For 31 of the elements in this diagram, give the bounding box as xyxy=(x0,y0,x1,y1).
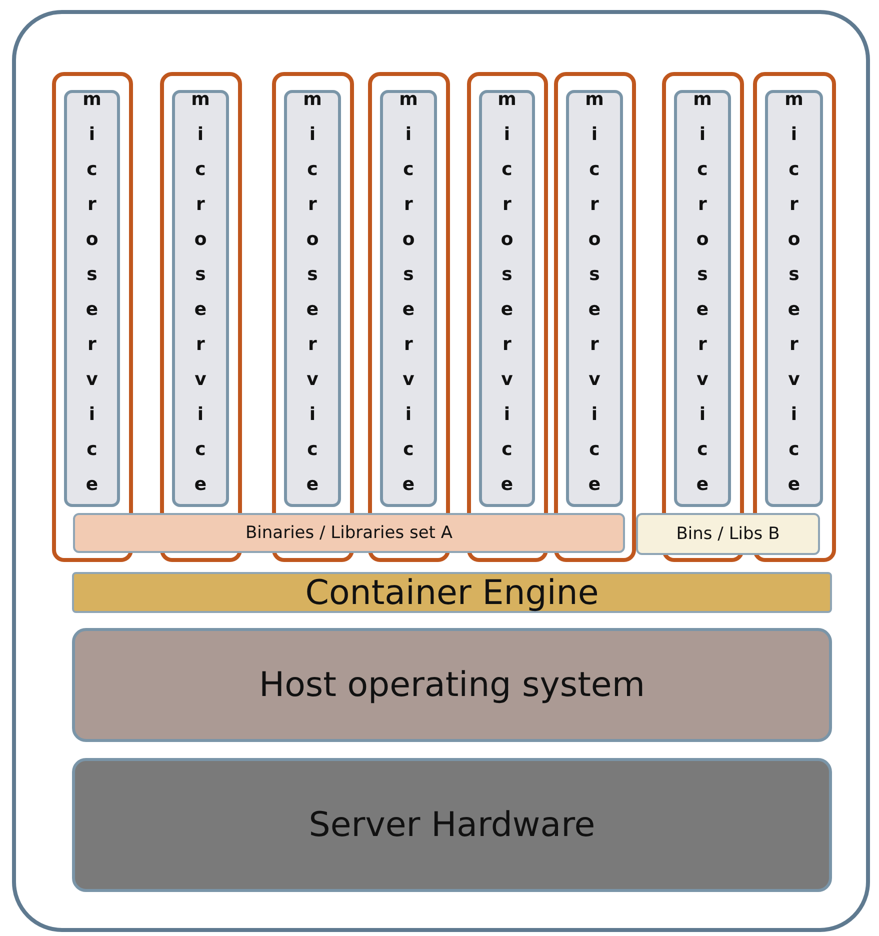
layer-label: Binaries / Libraries set A xyxy=(246,523,452,543)
layer-label: Host operating system xyxy=(259,665,645,705)
layer-label: Server Hardware xyxy=(308,805,596,845)
microservice-box xyxy=(64,90,120,507)
library-bar xyxy=(636,513,820,555)
library-bar xyxy=(73,513,625,553)
microservice-box xyxy=(765,90,823,507)
microservice-box xyxy=(284,90,341,507)
server-frame xyxy=(12,10,870,932)
container-outline xyxy=(467,72,548,562)
container-outline xyxy=(52,72,133,562)
vertical-label: microservice xyxy=(784,88,804,508)
layer-label: Container Engine xyxy=(305,572,599,612)
vertical-label: microservice xyxy=(190,88,211,508)
microservice-box xyxy=(566,90,623,507)
vertical-label: microservice xyxy=(584,88,605,508)
vertical-label: microservice xyxy=(496,88,518,508)
microservice-box xyxy=(674,90,731,507)
engine-layer xyxy=(72,572,832,613)
vertical-label: microservice xyxy=(302,88,323,508)
microservice-box xyxy=(479,90,535,507)
container-outline xyxy=(554,72,636,562)
vertical-label: microservice xyxy=(692,88,713,508)
microservice-box xyxy=(172,90,229,507)
vertical-label: microservice xyxy=(82,88,102,508)
layer-label: Bins / Libs B xyxy=(676,524,780,544)
vertical-label: microservice xyxy=(398,88,419,508)
os-layer xyxy=(72,628,832,742)
microservice-box xyxy=(380,90,437,507)
container-outline xyxy=(160,72,242,562)
hardware-layer xyxy=(72,758,832,892)
